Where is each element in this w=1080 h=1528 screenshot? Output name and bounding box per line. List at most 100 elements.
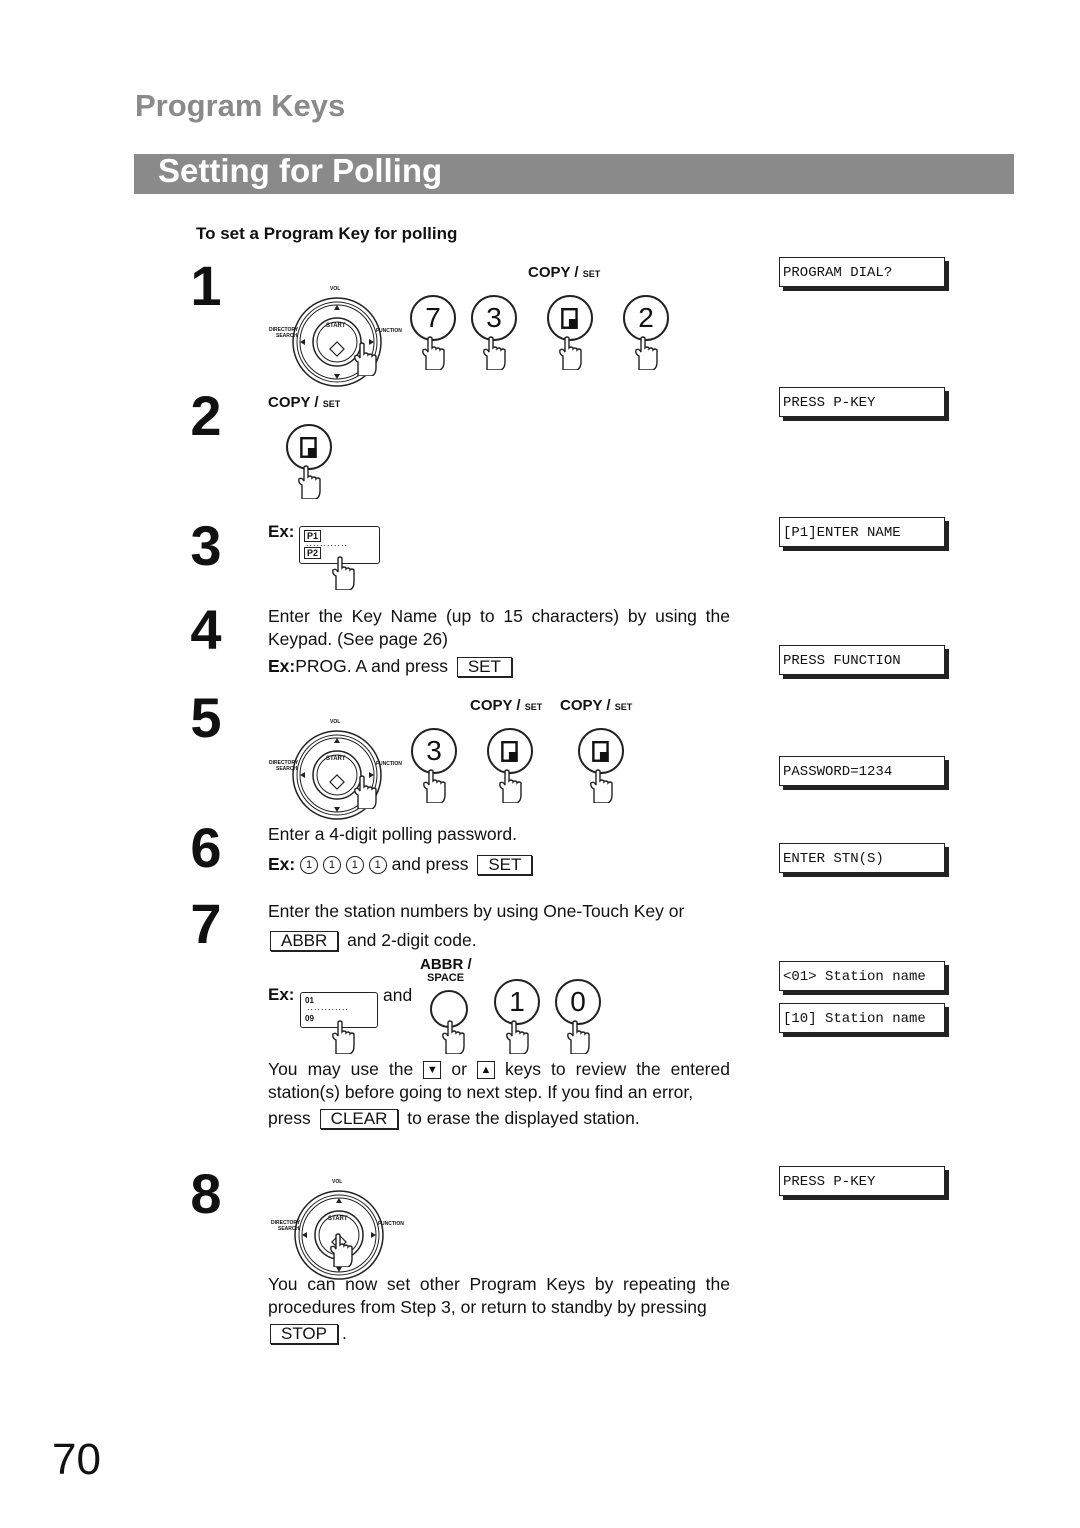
key-1[interactable]: 1 [494, 979, 540, 1025]
finger-icon [421, 769, 449, 803]
example-label: Ex: [268, 522, 295, 541]
digit-key[interactable]: 1 [345, 856, 364, 875]
copy-set-key[interactable] [286, 424, 332, 470]
directory-label: DIRECTORY [271, 1220, 301, 1226]
finger-icon [296, 465, 324, 499]
banner-bar [134, 154, 1014, 194]
finger-icon [420, 336, 448, 370]
lcd-display: PROGRAM DIAL? [779, 257, 945, 287]
copy-icon [499, 740, 521, 764]
clear-key[interactable]: CLEAR [319, 1109, 399, 1129]
key-3[interactable]: 3 [411, 728, 457, 774]
copy-label: COPY / [528, 264, 579, 281]
review-text-1: You may use the [268, 1059, 414, 1079]
step4-example: Ex:PROG. A and press SET [268, 656, 516, 677]
finger-icon [565, 1020, 593, 1054]
directory-label: DIRECTORY [269, 327, 299, 333]
lcd-display: PRESS FUNCTION [779, 645, 945, 675]
press-text: press [268, 1108, 311, 1128]
vol-label: VOL [332, 1179, 343, 1185]
digit-key[interactable]: 1 [300, 856, 319, 875]
step-number-1: 1 [190, 254, 222, 317]
finger-icon [557, 336, 585, 370]
set-label: SET [614, 702, 633, 712]
control-dial[interactable]: VOL START DIRECTORY SEARCH FUNCTION [262, 715, 412, 835]
example-text: and press [391, 854, 469, 874]
finger-icon [481, 336, 509, 370]
function-label: FUNCTION [376, 761, 402, 767]
step-number-2: 2 [190, 384, 222, 447]
control-dial[interactable]: VOL START DIRECTORY SEARCH FUNCTION [262, 282, 412, 402]
lcd-display: [10] Station name [779, 1003, 945, 1033]
step7-text-2: and 2-digit code. [347, 930, 477, 950]
step7-text: Enter the station numbers by using One-T… [268, 901, 685, 921]
finger-icon [440, 1020, 468, 1054]
example-label: Ex: [268, 656, 296, 676]
p1-key-label: P1 [304, 530, 322, 542]
or-text: or [451, 1059, 467, 1079]
lcd-display: PRESS P-KEY [779, 1166, 945, 1196]
abbr-label: ABBR / [420, 956, 472, 973]
copy-set-label: COPY / SET [470, 697, 542, 714]
copy-set-label: COPY / SET [528, 264, 600, 281]
step-number-6: 6 [190, 816, 222, 879]
copy-label: COPY / [470, 697, 521, 714]
set-key[interactable]: SET [477, 855, 533, 875]
example-text: PROG. A and press [295, 656, 448, 676]
key-3[interactable]: 3 [471, 295, 517, 341]
step7-line2: ABBR and 2-digit code. [268, 930, 477, 951]
step6-example: Ex: 1 1 1 1 and press SET [268, 854, 536, 875]
and-text: and [383, 985, 413, 1005]
function-label: FUNCTION [376, 328, 402, 334]
step-number-8: 8 [190, 1162, 222, 1225]
clear-line: press CLEAR to erase the displayed stati… [268, 1108, 640, 1129]
step-number-4: 4 [190, 598, 222, 661]
digit-key[interactable]: 1 [322, 856, 341, 875]
step-number-7: 7 [190, 892, 222, 955]
function-label: FUNCTION [378, 1221, 404, 1227]
finger-icon [633, 336, 661, 370]
stop-line: STOP. [268, 1323, 347, 1344]
key-7[interactable]: 7 [410, 295, 456, 341]
step6-text: Enter a 4-digit polling password. [268, 824, 518, 844]
digit-key[interactable]: 1 [368, 856, 387, 875]
copy-label: COPY / [560, 697, 611, 714]
stop-key[interactable]: STOP [270, 1324, 338, 1344]
key-0[interactable]: 0 [555, 979, 601, 1025]
abbr-key[interactable]: ABBR [270, 931, 339, 951]
review-text-3: to erase the displayed station. [407, 1108, 640, 1128]
set-key[interactable]: SET [456, 657, 512, 677]
set-label: SET [524, 702, 543, 712]
dial-icon [262, 282, 412, 402]
copy-label: COPY / [268, 394, 319, 411]
start-label: START [326, 756, 346, 762]
finger-icon [352, 342, 380, 376]
lcd-display: [P1]ENTER NAME [779, 517, 945, 547]
dial-icon [262, 715, 412, 835]
section-title: Program Keys [135, 88, 346, 123]
directory-label: DIRECTORY [269, 760, 299, 766]
copy-set-key[interactable] [578, 728, 624, 774]
search-label: SEARCH [276, 333, 298, 339]
lcd-display: PRESS P-KEY [779, 387, 945, 417]
key-2[interactable]: 2 [623, 295, 669, 341]
lcd-display: PASSWORD=1234 [779, 756, 945, 786]
up-arrow-key[interactable]: ▲ [476, 1061, 495, 1080]
copy-icon [559, 307, 581, 331]
copy-set-key[interactable] [487, 728, 533, 774]
down-arrow-key[interactable]: ▼ [423, 1061, 442, 1080]
control-dial[interactable]: VOL START DIRECTORY SEARCH FUNCTION [264, 1175, 414, 1295]
space-label: SPACE [427, 972, 465, 984]
copy-set-key[interactable] [547, 295, 593, 341]
key-09-label: 09 [305, 1014, 314, 1023]
step8-text: You can now set other Program Keys by re… [268, 1274, 730, 1317]
finger-icon [504, 1020, 532, 1054]
subheading: To set a Program Key for polling [196, 224, 458, 243]
finger-icon [352, 775, 380, 809]
step4-text: Enter the Key Name (up to 15 characters)… [268, 606, 730, 649]
finger-icon [328, 1233, 356, 1267]
review-text-2: keys to review the entered station(s) be… [268, 1059, 730, 1102]
lcd-display: ENTER STN(S) [779, 843, 945, 873]
key-01-label: 01 [305, 996, 314, 1005]
search-label: SEARCH [276, 766, 298, 772]
